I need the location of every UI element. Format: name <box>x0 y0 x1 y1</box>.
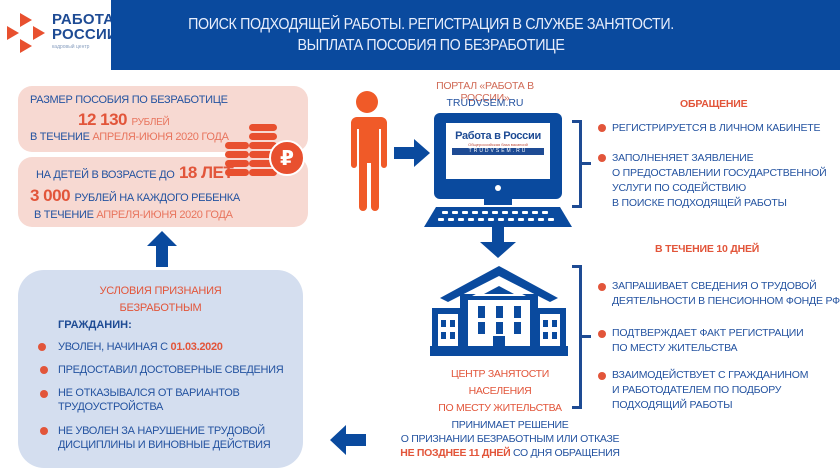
bullet-icon <box>598 154 606 162</box>
page-title-line1: ПОИСК ПОДХОДЯЩЕЙ РАБОТЫ. РЕГИСТРАЦИЯ В С… <box>188 16 674 33</box>
benefit-amount-row: 12 130 РУБЛЕЙ <box>78 110 170 130</box>
logo-text-line2: РОССИИ <box>52 26 118 43</box>
arrow-up-icon <box>147 231 177 267</box>
condition-line: НЕ УВОЛЕН ЗА НАРУШЕНИЕ ТРУДОВОЙ <box>58 425 265 437</box>
logo-area <box>0 0 111 70</box>
condition-item: НЕ УВОЛЕН ЗА НАРУШЕНИЕ ТРУДОВОЙ ДИСЦИПЛИ… <box>58 424 271 452</box>
decision-deadline: НЕ ПОЗДНЕЕ 11 ДНЕЙ <box>400 447 511 459</box>
decision-line1: ПРИНИМАЕТ РЕШЕНИЕ <box>451 419 569 431</box>
condition-line: ДИСЦИПЛИНЫ И ВИНОВНЫЕ ДЕЙСТВИЯ <box>58 439 271 451</box>
children-card <box>18 157 308 227</box>
application-line: УСЛУГИ ПО СОДЕЙСТВИЮ <box>612 182 747 194</box>
bullet-icon <box>38 343 46 351</box>
application-line: О ПРЕДОСТАВЛЕНИИ ГОСУДАРСТВЕННОЙ <box>612 167 827 179</box>
bullet-icon <box>598 283 606 291</box>
center-label-line3: ПО МЕСТУ ЖИТЕЛЬСТВА <box>438 402 562 414</box>
children-age: 18 ЛЕТ <box>178 163 234 182</box>
bracket-tick <box>582 335 591 338</box>
bullet-icon <box>598 124 606 132</box>
header-bar <box>111 0 840 70</box>
benefit-label: РАЗМЕР ПОСОБИЯ ПО БЕЗРАБОТИЦЕ <box>30 94 228 106</box>
employment-center-label: ЦЕНТР ЗАНЯТОСТИ НАСЕЛЕНИЯ ПО МЕСТУ ЖИТЕЛ… <box>420 366 580 417</box>
within-days-item: ВЗАИМОДЕЙСТВУЕТ С ГРАЖДАНИНОМ И РАБОТОДА… <box>612 368 809 413</box>
benefit-period: АПРЕЛЯ-ИЮНЯ 2020 ГОДА <box>92 131 229 143</box>
children-period: АПРЕЛЯ-ИЮНЯ 2020 ГОДА <box>96 209 233 221</box>
conditions-title-line2: БЕЗРАБОТНЫМ <box>119 302 202 314</box>
portal-url: TRUDVSEM.RU <box>446 97 524 109</box>
conditions-title: УСЛОВИЯ ПРИЗНАНИЯ БЕЗРАБОТНЫМ <box>18 283 303 317</box>
logo-subtitle: кадровый центр <box>52 44 90 50</box>
decision-line2: О ПРИЗНАНИИ БЕЗРАБОТНЫМ ИЛИ ОТКАЗЕ <box>400 433 620 445</box>
application-title: ОБРАЩЕНИЕ <box>680 98 748 110</box>
application-line: В ПОИСКЕ ПОДХОДЯЩЕЙ РАБОТЫ <box>612 197 787 209</box>
condition-text: УВОЛЕН, НАЧИНАЯ С <box>58 341 171 353</box>
within-days-line: ЗАПРАШИВАЕТ СВЕДЕНИЯ О ТРУДОВОЙ <box>612 280 817 292</box>
condition-line: НЕ ОТКАЗЫВАЛСЯ ОТ ВАРИАНТОВ <box>58 387 240 399</box>
bullet-icon <box>40 390 48 398</box>
children-amount: 3 000 <box>30 186 71 205</box>
bracket-within-days <box>572 265 582 409</box>
within-days-line: И РАБОТОДАТЕЛЕМ ПО ПОДБОРУ <box>612 384 782 396</box>
bullet-icon <box>598 372 606 380</box>
bracket-application <box>572 120 582 208</box>
within-days-line: ДЕЯТЕЛЬНОСТИ В ПЕНСИОННОМ ФОНДЕ РФ <box>612 295 840 307</box>
application-item: ЗАПОЛНЕНЯЕТ ЗАЯВЛЕНИЕ О ПРЕДОСТАВЛЕНИИ Г… <box>612 151 827 211</box>
bullet-icon <box>598 330 606 338</box>
bracket-tick <box>582 162 591 165</box>
benefit-card <box>18 86 308 152</box>
children-amount-suffix: РУБЛЕЙ НА КАЖДОГО РЕБЕНКА <box>74 192 241 204</box>
condition-item: ПРЕДОСТАВИЛ ДОСТОВЕРНЫЕ СВЕДЕНИЯ <box>58 364 284 376</box>
screen-title: Работа в России <box>455 130 541 142</box>
benefit-period-row: В ТЕЧЕНИЕ АПРЕЛЯ-ИЮНЯ 2020 ГОДА <box>30 131 229 143</box>
portal-screen: Работа в России Общероссийская база вака… <box>448 130 548 155</box>
arrow-left-icon <box>330 425 366 455</box>
bullet-icon <box>40 427 48 435</box>
conditions-card <box>18 270 303 468</box>
condition-date: 01.03.2020 <box>170 341 223 353</box>
logo-text-line1: РАБОТА <box>52 11 115 28</box>
children-amount-row: 3 000 РУБЛЕЙ НА КАЖДОГО РЕБЕНКА <box>30 186 240 206</box>
condition-line: ТРУДОУСТРОЙСТВА <box>58 401 164 413</box>
application-line: ЗАПОЛНЕНЯЕТ ЗАЯВЛЕНИЕ <box>612 152 754 164</box>
within-days-item: ЗАПРАШИВАЕТ СВЕДЕНИЯ О ТРУДОВОЙ ДЕЯТЕЛЬН… <box>612 279 840 309</box>
children-period-row: В ТЕЧЕНИЕ АПРЕЛЯ-ИЮНЯ 2020 ГОДА <box>34 209 233 221</box>
conditions-subtitle: ГРАЖДАНИН: <box>58 319 132 331</box>
benefit-amount: 12 130 <box>78 110 128 129</box>
page-title-line2: ВЫПЛАТА ПОСОБИЯ ПО БЕЗРАБОТИЦЕ <box>297 37 565 54</box>
center-label-line1: ЦЕНТР ЗАНЯТОСТИ <box>450 368 549 380</box>
within-days-line: ПО МЕСТУ ЖИТЕЛЬСТВА <box>612 342 738 354</box>
conditions-title-line1: УСЛОВИЯ ПРИЗНАНИЯ <box>99 285 222 297</box>
svg-text:₽: ₽ <box>280 146 294 170</box>
within-days-line: ВЗАИМОДЕЙСТВУЕТ С ГРАЖДАНИНОМ <box>612 369 809 381</box>
logo-arrows-icon <box>7 13 45 53</box>
within-days-title: В ТЕЧЕНИЕ 10 ДНЕЙ <box>655 243 760 255</box>
portal-label: ПОРТАЛ «РАБОТА В РОССИИ» <box>436 80 534 104</box>
employment-center-building-icon <box>430 266 568 356</box>
decision-deadline-suffix: СО ДНЯ ОБРАЩЕНИЯ <box>512 447 620 459</box>
arrow-down-icon <box>480 226 516 258</box>
screen-url: TRUDVSEM.RU <box>452 148 544 155</box>
within-days-item: ПОДТВЕРЖДАЕТ ФАКТ РЕГИСТРАЦИИ ПО МЕСТУ Ж… <box>612 326 804 356</box>
benefit-period-prefix: В ТЕЧЕНИЕ <box>30 131 90 143</box>
screen-subtitle: Общероссийская база вакансий <box>468 142 528 147</box>
within-days-line: ПОДТВЕРЖДАЕТ ФАКТ РЕГИСТРАЦИИ <box>612 327 804 339</box>
benefit-unit: РУБЛЕЙ <box>131 117 170 128</box>
bullet-icon <box>40 366 48 374</box>
children-label: НА ДЕТЕЙ В ВОЗРАСТЕ ДО <box>36 169 175 181</box>
decision-text: ПРИНИМАЕТ РЕШЕНИЕ О ПРИЗНАНИИ БЕЗРАБОТНЫ… <box>380 418 640 460</box>
application-item: РЕГИСТРИРУЕТСЯ В ЛИЧНОМ КАБИНЕТЕ <box>612 122 821 134</box>
center-label-line2: НАСЕЛЕНИЯ <box>468 385 532 397</box>
condition-item: УВОЛЕН, НАЧИНАЯ С 01.03.2020 <box>58 340 223 354</box>
decision-line3: НЕ ПОЗДНЕЕ 11 ДНЕЙ СО ДНЯ ОБРАЩЕНИЯ <box>380 446 640 460</box>
page-title: ПОИСК ПОДХОДЯЩЕЙ РАБОТЫ. РЕГИСТРАЦИЯ В С… <box>137 14 726 56</box>
condition-item: НЕ ОТКАЗЫВАЛСЯ ОТ ВАРИАНТОВ ТРУДОУСТРОЙС… <box>58 386 240 414</box>
children-period-prefix: В ТЕЧЕНИЕ <box>34 209 94 221</box>
children-label-row: НА ДЕТЕЙ В ВОЗРАСТЕ ДО 18 ЛЕТ <box>36 163 234 183</box>
within-days-line: ПОДХОДЯЩИЙ РАБОТЫ <box>612 399 733 411</box>
arrow-right-icon <box>394 139 430 167</box>
ruble-coins-icon: ₽ <box>225 124 305 176</box>
person-icon <box>351 91 387 211</box>
